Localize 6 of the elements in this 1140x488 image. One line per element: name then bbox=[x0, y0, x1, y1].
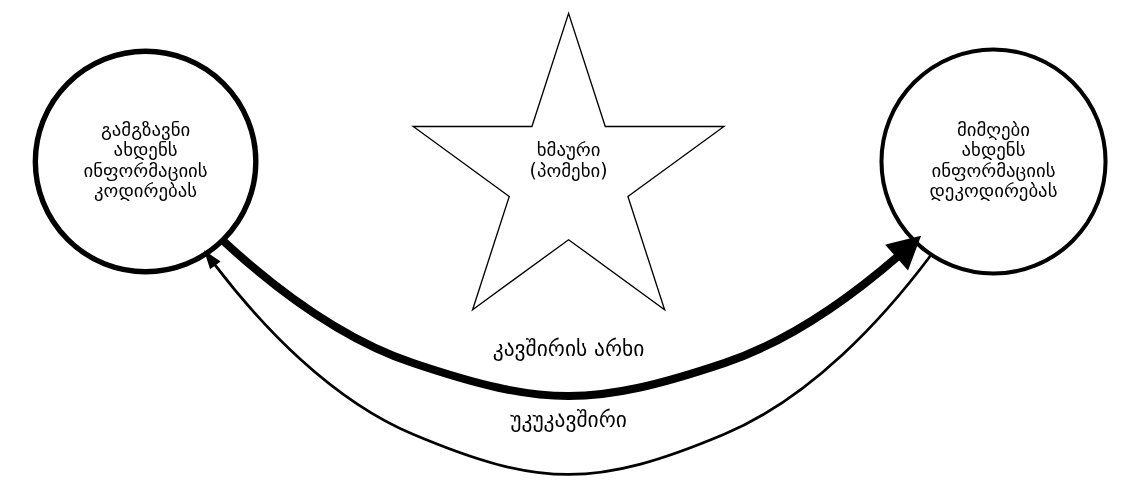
node-circle: მიმღები ახდენს ინფორმაციის დეკოდირებას bbox=[878, 47, 1108, 276]
edge-label: კავშირის არხი bbox=[492, 336, 644, 362]
arrow bbox=[203, 250, 932, 476]
node-circle: გამგზავნი ახდენს ინფორმაციის კოდირებას bbox=[32, 48, 258, 275]
edge-label: უკუკავშირი bbox=[509, 407, 627, 433]
arrow bbox=[219, 235, 921, 400]
